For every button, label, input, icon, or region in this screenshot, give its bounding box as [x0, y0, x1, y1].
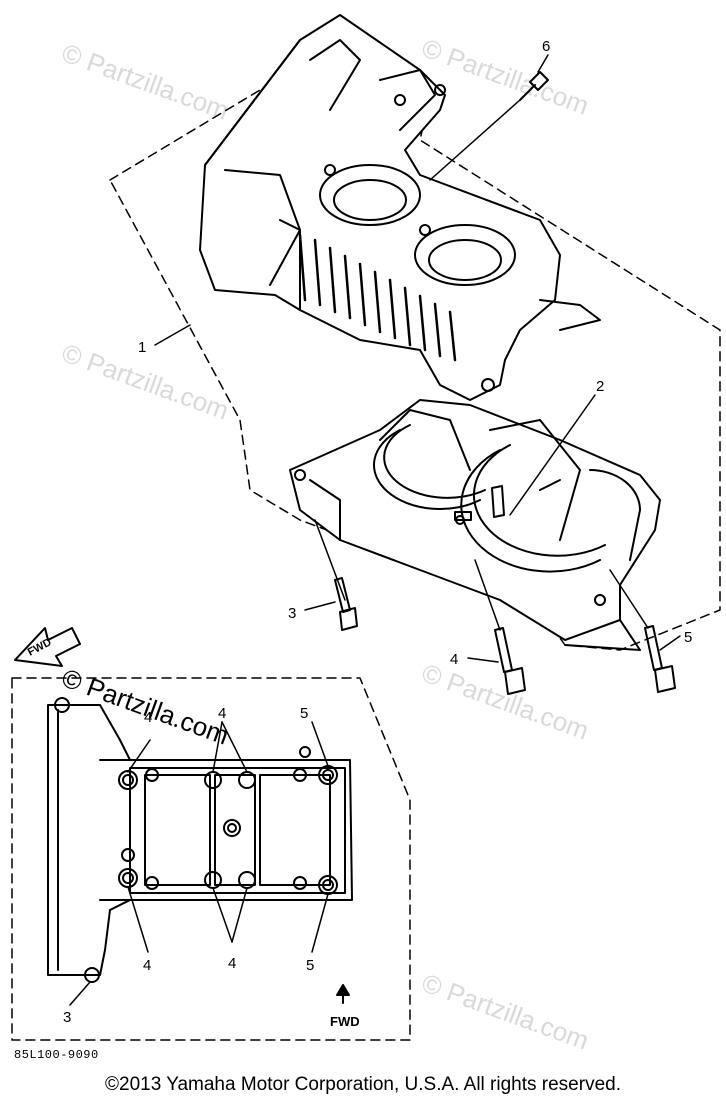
- fwd-arrow-top: FWD: [14, 627, 81, 667]
- inset-callout-4-upper-left: 4: [144, 709, 152, 726]
- inset-callout-3: 3: [63, 1009, 71, 1026]
- inset-callout-4-top: 4: [218, 705, 226, 722]
- inset-crankcase-bottom: [47, 697, 353, 983]
- copyright-notice: ©2013 Yamaha Motor Corporation, U.S.A. A…: [105, 1074, 621, 1095]
- inset-callout-5-top: 5: [300, 705, 308, 722]
- inset-callout-4-bottom: 4: [228, 955, 236, 972]
- lower-crankcase: [289, 399, 661, 651]
- svg-text:© Partzilla.com: © Partzilla.com: [58, 37, 233, 125]
- svg-text:© Partzilla.com: © Partzilla.com: [418, 967, 593, 1055]
- callout-1: 1: [138, 339, 146, 356]
- fwd-arrow-bottom: FWD: [330, 984, 360, 1029]
- callout-6: 6: [542, 38, 550, 55]
- inset-callout-5-bottom: 5: [306, 957, 314, 974]
- assembly-outline: [109, 29, 721, 651]
- diagram-code: 85L100-9090: [14, 1048, 99, 1062]
- callout-5: 5: [684, 629, 692, 646]
- bolt-6: [519, 71, 549, 101]
- inset-outline: [11, 677, 411, 1041]
- leader-lines: [154, 54, 681, 663]
- bolt-5: [644, 625, 676, 693]
- svg-text:© Partzilla.com: © Partzilla.com: [418, 32, 593, 120]
- callout-4: 4: [450, 651, 458, 668]
- callout-2: 2: [596, 378, 604, 395]
- inset-leaders: [69, 721, 329, 1006]
- dowel-pin: [491, 485, 505, 518]
- inset-callouts: 4 5 4 4 5 3 4: [63, 705, 314, 1026]
- callout-3: 3: [288, 605, 296, 622]
- bolt-4: [494, 627, 526, 695]
- callouts: 1 2 3 4 5 6: [138, 38, 692, 668]
- inset-callout-4-left: 4: [143, 957, 151, 974]
- upper-crankcase: [199, 14, 601, 401]
- svg-text:FWD: FWD: [330, 1014, 360, 1029]
- bolt-3: [334, 577, 358, 631]
